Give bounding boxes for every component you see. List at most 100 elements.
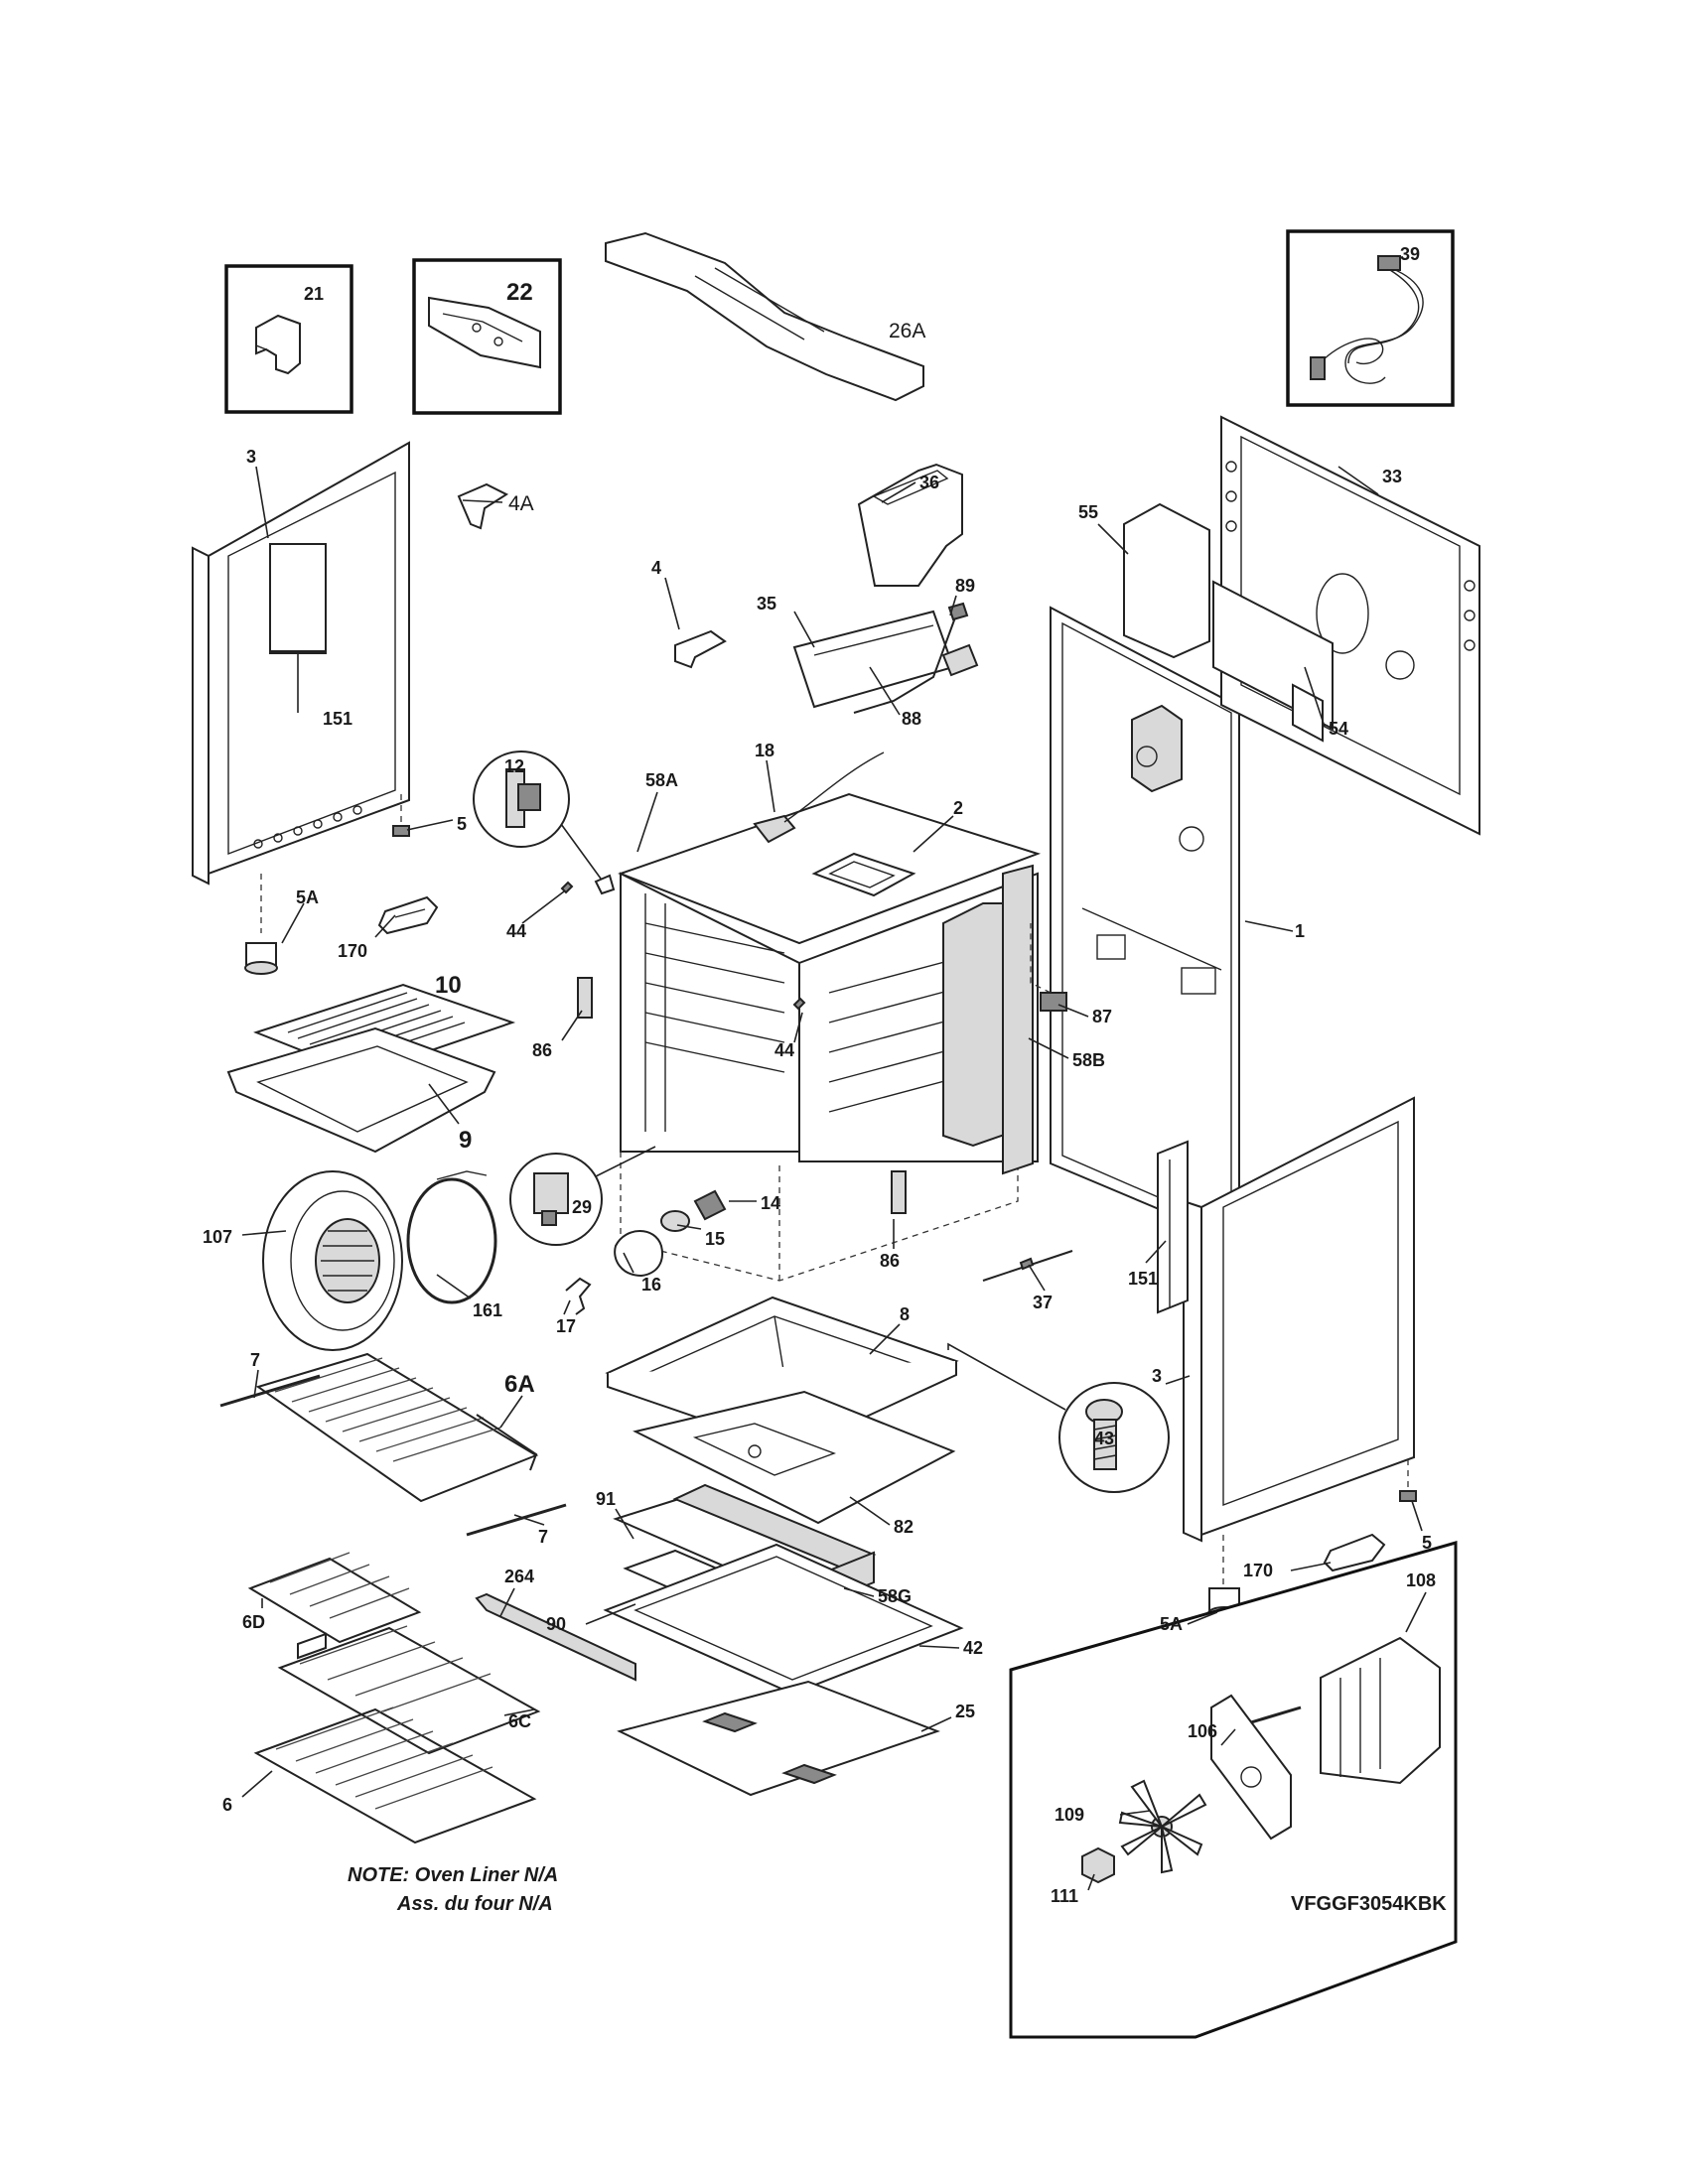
part-111-nut[interactable]	[1081, 1846, 1115, 1884]
part-14-light-socket[interactable]	[693, 1189, 727, 1221]
part-35-gasket[interactable]	[792, 610, 955, 709]
part-26A-rail[interactable]	[605, 231, 924, 402]
part-2-vent[interactable]	[811, 852, 916, 897]
part-108-motor[interactable]	[1220, 1636, 1441, 1785]
label-170-right: 170	[1243, 1561, 1273, 1580]
part-1-rear-panel[interactable]	[1030, 606, 1240, 1245]
note-block: NOTE: Oven Liner N/A Ass. du four N/A	[348, 1864, 558, 1915]
part-3-left-side-panel[interactable]	[192, 441, 410, 886]
part-7-slide-rail-a[interactable]	[219, 1374, 321, 1408]
part-5A-leveler-left[interactable]	[244, 874, 278, 975]
label-3-right: 3	[1152, 1366, 1162, 1386]
part-44-screw-a[interactable]	[560, 881, 574, 894]
note-line-1: NOTE: Oven Liner N/A	[348, 1864, 558, 1886]
part-6A-rack[interactable]	[255, 1352, 539, 1503]
part-6-rack[interactable]	[253, 1706, 537, 1844]
label-26A: 26A	[889, 320, 925, 342]
label-5A-left: 5A	[296, 887, 319, 907]
label-6: 6	[222, 1795, 232, 1815]
part-58B-insulation[interactable]	[1002, 864, 1034, 1175]
part-58A-oven-cavity[interactable]	[618, 792, 1042, 1282]
part-3-right-side-panel[interactable]	[1183, 1096, 1415, 1543]
label-44-mid: 44	[774, 1040, 794, 1060]
part-86-hinge-receiver-a[interactable]	[577, 977, 593, 1019]
label-161: 161	[473, 1300, 502, 1320]
panel-3a-holes	[253, 805, 362, 849]
part-87-connector[interactable]	[1040, 992, 1067, 1012]
model-number: VFGGF3054KBK	[1291, 1893, 1447, 1915]
label-1: 1	[1295, 921, 1305, 941]
part-18-sensor[interactable]	[753, 751, 885, 844]
label-108: 108	[1406, 1570, 1436, 1590]
label-39: 39	[1400, 244, 1420, 264]
part-17-clip[interactable]	[565, 1277, 592, 1315]
inset-box-21[interactable]	[224, 264, 353, 414]
part-7-slide-rail-b[interactable]	[466, 1503, 567, 1537]
part-36-flue[interactable]	[857, 463, 963, 587]
label-15: 15	[705, 1229, 725, 1249]
part-16-lens[interactable]	[614, 1230, 663, 1278]
part-6C-roll-rack[interactable]	[277, 1625, 541, 1755]
label-29: 29	[572, 1197, 592, 1217]
part-264-shield[interactable]	[475, 1592, 636, 1682]
part-37-wire[interactable]	[982, 1250, 1073, 1282]
part-5-screw-right[interactable]	[1399, 1459, 1417, 1502]
label-58A: 58A	[645, 770, 678, 790]
part-107-convection-cover[interactable]	[262, 1170, 403, 1351]
part-43-bolt-inset[interactable]	[1058, 1382, 1170, 1493]
label-109: 109	[1055, 1805, 1084, 1825]
label-7-bottom: 7	[538, 1527, 548, 1547]
label-44-left: 44	[506, 921, 526, 941]
label-4A: 4A	[508, 492, 534, 515]
label-82: 82	[894, 1517, 914, 1537]
part-161-gasket-ring[interactable]	[406, 1170, 497, 1304]
inset-box-39[interactable]	[1286, 229, 1455, 407]
part-6D-half-rack[interactable]	[247, 1552, 422, 1644]
label-14: 14	[761, 1193, 780, 1213]
part-4-clip[interactable]	[674, 629, 727, 669]
part-5-screw-left[interactable]	[392, 794, 410, 837]
label-18: 18	[755, 741, 774, 760]
part-88-duct[interactable]	[941, 643, 979, 677]
label-33: 33	[1382, 467, 1402, 486]
label-3-top: 3	[246, 447, 256, 467]
part-151-bracket-left[interactable]	[269, 543, 327, 652]
part-25-bottom-cover[interactable]	[617, 1680, 940, 1797]
part-9-broiler-pan[interactable]	[226, 1026, 496, 1154]
part-86-hinge-receiver-b[interactable]	[891, 1170, 907, 1214]
part-170-bracket-right[interactable]	[1323, 1533, 1386, 1572]
part-109-fan-blade[interactable]	[1118, 1779, 1207, 1874]
part-15-bulb[interactable]	[660, 1210, 690, 1232]
label-6C: 6C	[508, 1711, 531, 1731]
part-4A-clip[interactable]	[457, 482, 509, 530]
rack-6A-bars	[274, 1357, 501, 1462]
label-5-left: 5	[457, 814, 467, 834]
part-55-heat-shield[interactable]	[1123, 502, 1210, 659]
label-106: 106	[1188, 1721, 1217, 1741]
label-21: 21	[304, 284, 324, 304]
label-54: 54	[1329, 719, 1348, 739]
part-82-deflector[interactable]	[633, 1390, 956, 1525]
wall-33-holes	[1225, 461, 1476, 651]
part-151-bracket-right[interactable]	[1157, 1140, 1189, 1314]
part-170-bracket-left[interactable]	[377, 895, 439, 935]
label-22: 22	[506, 279, 533, 306]
part-106-bracket[interactable]	[1210, 1694, 1292, 1841]
label-151-right: 151	[1128, 1269, 1158, 1289]
label-16: 16	[641, 1275, 661, 1295]
label-151-top: 151	[323, 709, 352, 729]
label-170-left: 170	[338, 941, 367, 961]
label-42: 42	[963, 1638, 983, 1658]
label-9: 9	[459, 1127, 472, 1154]
part-29-switch-inset[interactable]	[509, 1146, 656, 1246]
part-89-wire-harness[interactable]	[853, 602, 969, 714]
label-107: 107	[203, 1227, 232, 1247]
label-4: 4	[651, 558, 661, 578]
part-33-rear-wall[interactable]	[1220, 415, 1480, 836]
inset-box-22[interactable]	[412, 258, 562, 415]
label-5-right: 5	[1422, 1533, 1432, 1553]
part-44-screw-b[interactable]	[792, 997, 806, 1011]
part-12-igniter-inset[interactable]	[473, 751, 616, 895]
part-42-frame[interactable]	[603, 1543, 964, 1696]
